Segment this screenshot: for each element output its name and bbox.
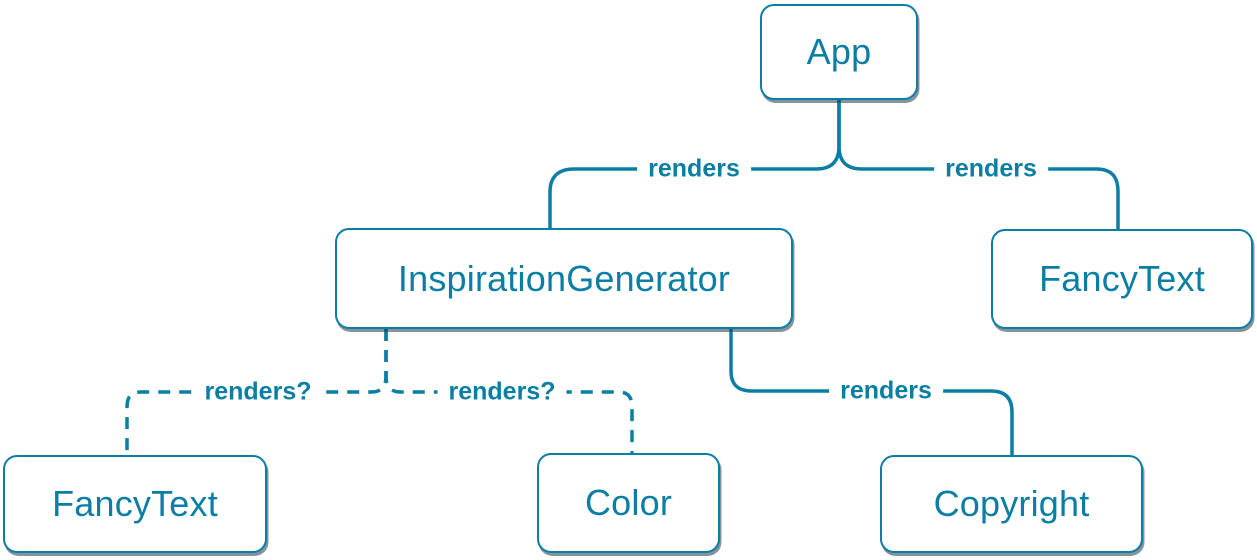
edge-label-renders-right: renders xyxy=(934,153,1048,185)
node-fancy-text-top-label: FancyText xyxy=(1039,258,1205,299)
edge-label-renders-question-right: renders? xyxy=(437,376,567,408)
edge-label-renders-question-left: renders? xyxy=(193,376,323,408)
node-color: Color xyxy=(537,453,720,553)
edge-label-renders-left: renders xyxy=(637,153,751,185)
node-fancy-text-bottom-label: FancyText xyxy=(52,483,218,524)
edge-inspirationgenerator-color-dashed xyxy=(384,329,634,454)
node-inspiration-generator-label: InspirationGenerator xyxy=(397,257,731,299)
node-copyright-label: Copyright xyxy=(933,483,1090,524)
node-fancy-text-top: FancyText xyxy=(991,229,1253,329)
node-app-label: App xyxy=(806,31,872,72)
node-fancy-text-bottom: FancyText xyxy=(3,455,267,553)
node-app: App xyxy=(760,4,918,100)
node-inspiration-generator: InspirationGenerator xyxy=(335,228,793,329)
node-color-label: Color xyxy=(584,482,673,523)
node-copyright: Copyright xyxy=(880,455,1143,553)
edge-label-renders-copyright: renders xyxy=(829,375,943,407)
